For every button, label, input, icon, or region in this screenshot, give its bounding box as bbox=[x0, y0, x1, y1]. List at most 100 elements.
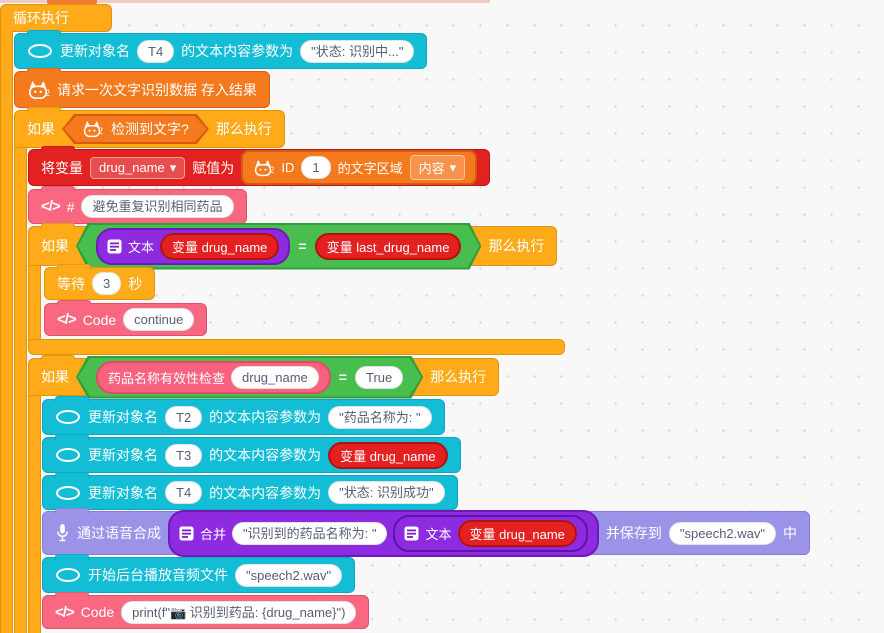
block-tab bbox=[41, 146, 75, 152]
text-cast-reporter[interactable]: 文本 变量 drug_name bbox=[393, 514, 588, 552]
set-variable-block[interactable]: 将变量 drug_name ▾ 赋值为 2 ID 1 的文字区域 内容 ▾ bbox=[28, 146, 491, 186]
chevron-down-icon: ▾ bbox=[169, 159, 177, 175]
text-lines-icon bbox=[179, 526, 194, 541]
object-name-input[interactable]: T4 bbox=[137, 39, 175, 63]
block-tab bbox=[55, 554, 89, 560]
label: ID bbox=[281, 160, 295, 175]
variable-dropdown[interactable]: drug_name ▾ bbox=[90, 156, 186, 179]
code-input[interactable]: print(f"📷 识别到药品: {drug_name}") bbox=[121, 600, 357, 624]
code-comment-block[interactable]: </> # 避免重复识别相同药品 bbox=[28, 186, 247, 224]
label: 中 bbox=[783, 525, 797, 541]
text-input[interactable]: "药品名称为: " bbox=[328, 405, 432, 429]
label: 如果 bbox=[27, 121, 55, 137]
variable-reporter-last-drug-name[interactable]: 变量 last_drug_name bbox=[315, 233, 462, 260]
text-lines-icon bbox=[404, 526, 419, 541]
label: 开始后台播放音频文件 bbox=[88, 567, 228, 583]
block-tab bbox=[57, 300, 91, 306]
label: 更新对象名 bbox=[88, 447, 158, 463]
label: 的文本内容参数为 bbox=[181, 43, 294, 59]
true-value[interactable]: True bbox=[355, 366, 403, 389]
cutoff-block-strip bbox=[0, 0, 490, 3]
equals-operator: = bbox=[298, 238, 307, 254]
code-block-print[interactable]: </> Code print(f"📷 识别到药品: {drug_name}") bbox=[42, 592, 370, 629]
if-block-text-detected[interactable]: 如果 2 检测到文字? 那么执行 bbox=[14, 107, 285, 148]
text-input[interactable]: "状态: 识别成功" bbox=[328, 481, 445, 504]
seconds-input[interactable]: 3 bbox=[92, 272, 122, 295]
if2-close-bar[interactable] bbox=[28, 339, 565, 355]
variable-reporter-drug-name[interactable]: 变量 drug_name bbox=[328, 441, 448, 469]
if2-arm[interactable] bbox=[28, 266, 41, 339]
label: 赋值为 bbox=[192, 159, 235, 176]
label: 的文本内容参数为 bbox=[209, 484, 322, 501]
code-block-continue[interactable]: </> Code continue bbox=[44, 300, 208, 336]
variable-reporter-drug-name[interactable]: 变量 drug_name bbox=[457, 519, 577, 547]
label: 如果 bbox=[41, 369, 69, 385]
function-call-check-drug-name[interactable]: 药品名称有效性检查 drug_name bbox=[96, 361, 331, 394]
update-text-block-t2[interactable]: 更新对象名 T2 的文本内容参数为 "药品名称为: " bbox=[42, 396, 445, 435]
block-tab bbox=[55, 472, 89, 478]
huskylens-ocr-region-reporter[interactable]: 2 ID 1 的文字区域 内容 ▾ bbox=[241, 150, 478, 185]
label: Code bbox=[80, 604, 115, 620]
boolean-equals[interactable]: 文本 变量 drug_name = 变量 last_drug_name bbox=[76, 223, 481, 270]
block-tab bbox=[55, 592, 89, 598]
loop-label: 循环执行 bbox=[13, 10, 69, 26]
text-input[interactable]: "识别到的药品名称为: " bbox=[232, 521, 388, 545]
wait-block[interactable]: 等待 3 秒 bbox=[44, 264, 156, 300]
label: 文本 bbox=[425, 526, 452, 542]
label: 请求一次文字识别数据 存入结果 bbox=[57, 81, 257, 98]
if-block-same-name[interactable]: 如果 文本 变量 drug_name = 变量 last_drug_name 那… bbox=[28, 226, 558, 266]
id-input[interactable]: 1 bbox=[301, 156, 331, 179]
display-icon bbox=[27, 43, 53, 59]
cutoff-block-nub bbox=[47, 0, 97, 5]
file-name-input[interactable]: "speech2.wav" bbox=[668, 521, 776, 545]
update-text-block-t4-ok[interactable]: 更新对象名 T4 的文本内容参数为 "状态: 识别成功" bbox=[42, 472, 458, 510]
update-text-block-t3[interactable]: 更新对象名 T3 的文本内容参数为 变量 drug_name bbox=[42, 434, 461, 473]
equals-operator: = bbox=[338, 369, 347, 385]
play-audio-block[interactable]: 开始后台播放音频文件 "speech2.wav" bbox=[42, 554, 356, 593]
boolean-equals[interactable]: 药品名称有效性检查 drug_name = True bbox=[76, 356, 423, 399]
huskylens-icon: 2 bbox=[82, 120, 103, 138]
loop-block-header[interactable]: 循环执行 bbox=[0, 4, 112, 32]
code-input[interactable]: continue bbox=[123, 308, 195, 331]
label: 更新对象名 bbox=[60, 43, 130, 59]
block-tab bbox=[41, 186, 75, 192]
argument-input[interactable]: drug_name bbox=[231, 366, 319, 389]
label: 更新对象名 bbox=[88, 409, 158, 425]
block-tab bbox=[27, 107, 61, 113]
block-tab bbox=[55, 434, 89, 440]
label: 的文本内容参数为 bbox=[209, 447, 322, 463]
label: Code bbox=[82, 311, 117, 328]
label: 的文本内容参数为 bbox=[209, 409, 322, 425]
loop-arm[interactable] bbox=[0, 31, 13, 633]
if-block-valid-name[interactable]: 如果 药品名称有效性检查 drug_name = True 那么执行 bbox=[28, 355, 500, 399]
huskylens-icon: 2 bbox=[27, 80, 50, 100]
huskylens-request-block[interactable]: 2 请求一次文字识别数据 存入结果 bbox=[14, 68, 270, 108]
huskylens-icon: 2 bbox=[253, 159, 274, 177]
object-name-input[interactable]: T4 bbox=[165, 481, 203, 504]
if1-arm[interactable] bbox=[14, 148, 27, 633]
label: 秒 bbox=[128, 275, 143, 292]
text-cast-reporter[interactable]: 文本 变量 drug_name bbox=[96, 228, 290, 265]
code-icon: </> bbox=[57, 311, 77, 328]
block-tab bbox=[27, 30, 61, 36]
field-dropdown[interactable]: 内容 ▾ bbox=[409, 155, 466, 180]
boolean-text-detected[interactable]: 2 检测到文字? bbox=[62, 114, 209, 144]
file-name-input[interactable]: "speech2.wav" bbox=[235, 563, 343, 587]
display-icon bbox=[55, 447, 81, 463]
update-text-block-t4-busy[interactable]: 更新对象名 T4 的文本内容参数为 "状态: 识别中..." bbox=[14, 30, 428, 69]
label: 那么执行 bbox=[488, 238, 545, 254]
chevron-down-icon: ▾ bbox=[449, 159, 457, 175]
label: 更新对象名 bbox=[88, 484, 158, 501]
join-reporter[interactable]: 合并 "识别到的药品名称为: " 文本 变量 drug_name bbox=[168, 509, 599, 557]
object-name-input[interactable]: T2 bbox=[165, 405, 203, 429]
speech-synthesis-block[interactable]: 通过语音合成 合并 "识别到的药品名称为: " 文本 变量 drug_name … bbox=[42, 508, 810, 557]
display-icon bbox=[55, 409, 81, 425]
if3-arm[interactable] bbox=[28, 396, 41, 633]
comment-input[interactable]: 避免重复识别相同药品 bbox=[81, 195, 234, 218]
block-tab bbox=[55, 396, 89, 402]
code-icon: </> bbox=[55, 603, 75, 621]
variable-reporter-drug-name[interactable]: 变量 drug_name bbox=[160, 233, 279, 260]
text-input[interactable]: "状态: 识别中..." bbox=[300, 39, 415, 63]
object-name-input[interactable]: T3 bbox=[165, 443, 203, 467]
